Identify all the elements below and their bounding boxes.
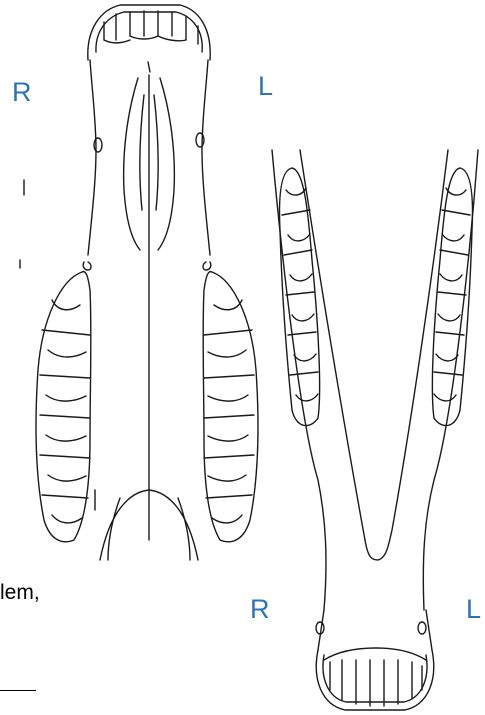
upper-right-side-label: R	[12, 79, 32, 106]
upper-left-side-label: L	[258, 73, 273, 100]
lower-right-side-label: R	[250, 596, 270, 623]
text-underline	[0, 690, 36, 691]
upper-jaw-drawing	[20, 5, 258, 560]
lower-jaw-drawing	[272, 150, 478, 710]
lower-left-side-label: L	[466, 596, 481, 623]
cropped-text-fragment: lem,	[0, 582, 40, 603]
